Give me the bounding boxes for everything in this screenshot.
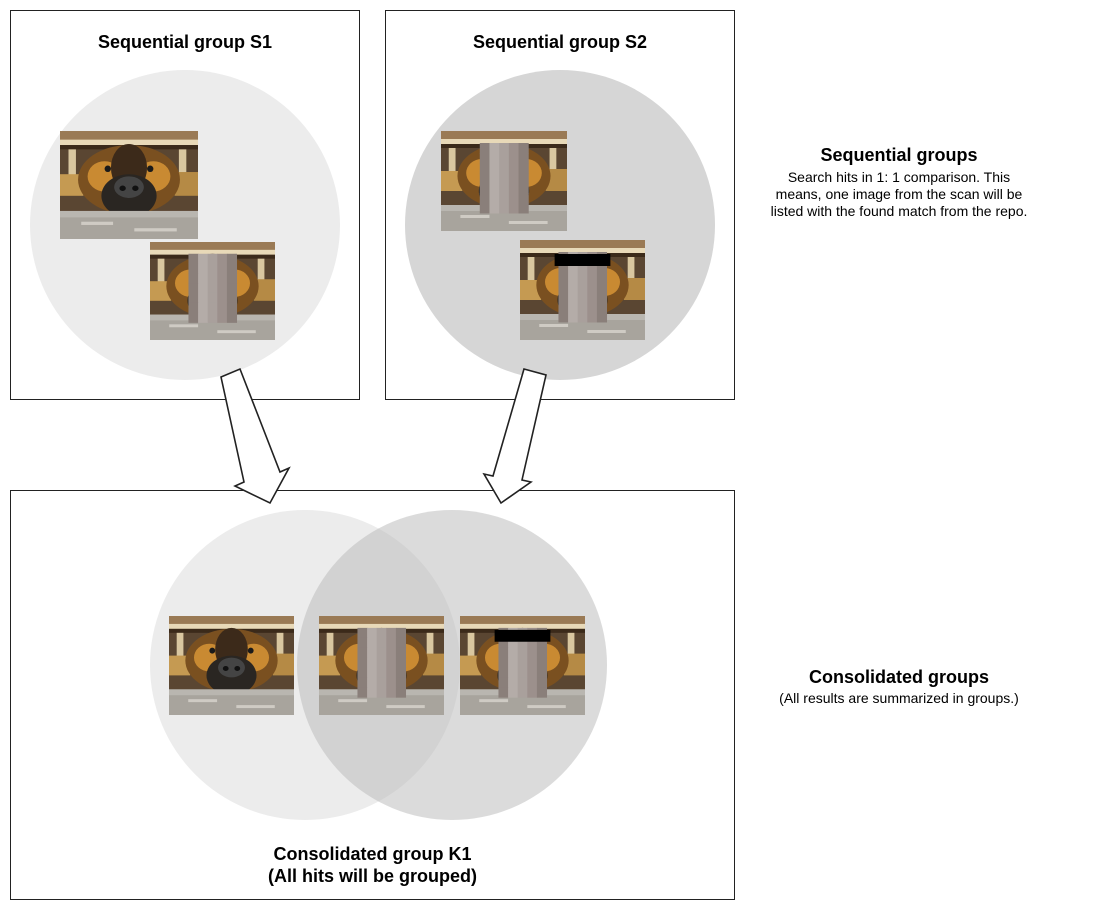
dog-photo xyxy=(60,131,198,239)
down-arrow xyxy=(482,368,547,505)
dog-photo-pixelated xyxy=(150,242,275,340)
sequential-groups-description: Search hits in 1: 1 comparison. This mea… xyxy=(740,169,1058,220)
group-k1-title-line: Consolidated group K1 xyxy=(273,844,472,864)
group-s2-title: Sequential group S2 xyxy=(472,32,648,52)
down-arrow xyxy=(220,367,291,505)
group-s1-title: Sequential group S1 xyxy=(97,32,273,52)
group-k1-subtitle: (All hits will be grouped) xyxy=(268,866,477,886)
dog-photo-pixelated xyxy=(319,616,444,715)
group-k1-title: Consolidated group K1 (All hits will be … xyxy=(10,843,735,887)
sequential-groups-heading: Sequential groups xyxy=(820,145,978,165)
sequential-description-line: listed with the found match from the rep… xyxy=(770,203,1028,219)
sequential-group-s2-box xyxy=(385,10,735,400)
sequential-description-line: means, one image from the scan will be xyxy=(775,186,1023,202)
dog-photo-pixelated xyxy=(441,131,567,231)
sequential-description-line: Search hits in 1: 1 comparison. This xyxy=(787,169,1011,185)
sequential-group-s1-box xyxy=(10,10,360,400)
dog-photo-pixelated-redacted xyxy=(460,616,585,715)
consolidated-groups-heading: Consolidated groups xyxy=(809,667,989,687)
consolidated-group-k1-box xyxy=(10,490,735,900)
dog-photo-pixelated-redacted xyxy=(520,240,645,340)
dog-photo xyxy=(169,616,294,715)
consolidated-groups-description: (All results are summarized in groups.) xyxy=(779,690,1019,706)
